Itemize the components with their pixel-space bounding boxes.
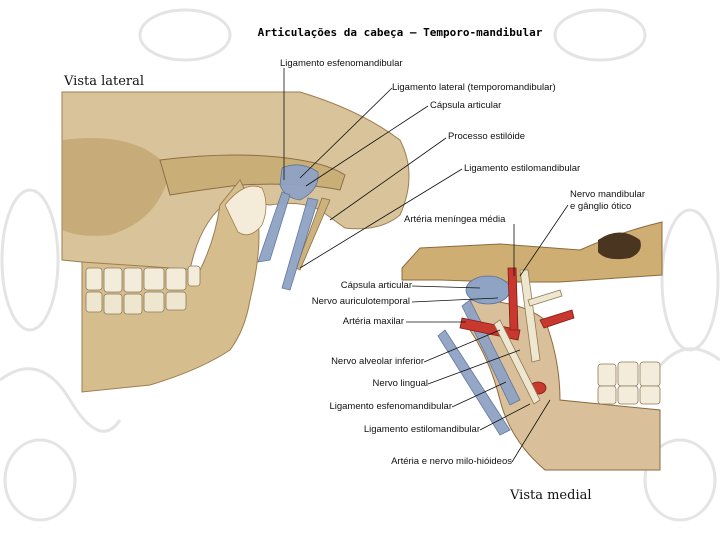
label-arteria-nervo-milo-hioideos: Artéria e nervo milo-hióideos — [391, 456, 512, 467]
label-capsula-articular-medial: Cápsula articular — [341, 280, 412, 291]
label-nervo-mandibular-line1: Nervo mandibular — [570, 189, 645, 200]
label-ligamento-lateral: Ligamento lateral (temporomandibular) — [392, 82, 556, 93]
label-ligamento-esfenomandibular-top: Ligamento esfenomandibular — [280, 58, 403, 69]
label-arteria-meningea-media: Artéria meníngea média — [404, 214, 505, 225]
label-nervo-alveolar-inferior: Nervo alveolar inferior — [331, 356, 424, 367]
label-ligamento-estilomandibular-bottom: Ligamento estilomandibular — [364, 424, 480, 435]
label-nervo-auriculotemporal: Nervo auriculotemporal — [312, 296, 410, 307]
view-label-lateral: Vista lateral — [64, 74, 144, 89]
lateral-view-skull — [62, 92, 409, 392]
label-arteria-maxilar: Artéria maxilar — [343, 316, 404, 327]
label-nervo-mandibular-line2: e gânglio ótico — [570, 201, 631, 212]
page-title: Articulações da cabeça – Temporo-mandibu… — [0, 26, 720, 39]
view-label-medial: Vista medial — [510, 488, 592, 503]
label-processo-estiloide: Processo estilóide — [448, 131, 525, 142]
label-ligamento-estilomandibular-top: Ligamento estilomandibular — [464, 163, 580, 174]
label-ligamento-esfenomandibular-bottom: Ligamento esfenomandibular — [329, 401, 452, 412]
label-nervo-lingual: Nervo lingual — [373, 378, 428, 389]
label-capsula-articular-top: Cápsula articular — [430, 100, 501, 111]
